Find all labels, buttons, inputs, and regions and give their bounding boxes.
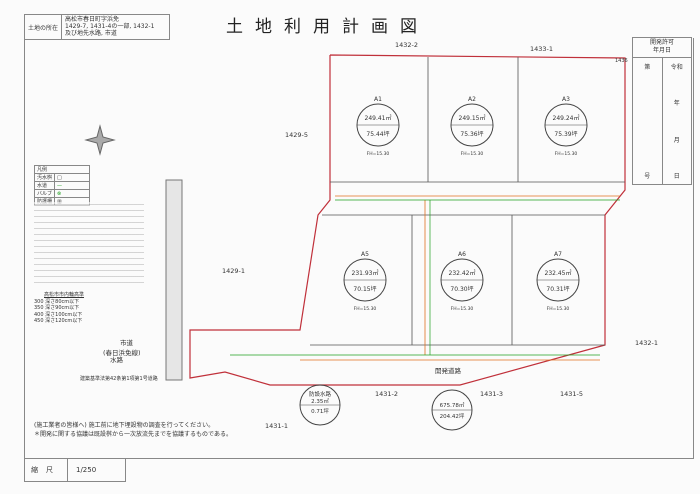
lot-sqm: 249.15㎡ (459, 114, 486, 122)
pump-area-circle: 防設水路 2.35㎡ 0.71坪 (299, 384, 341, 426)
lot-a5: A5 231.93㎡ 70.15坪 FH=15.30 (343, 251, 387, 312)
lot-fh: FH=15.30 (555, 151, 578, 157)
parcel-label: 1436 (615, 58, 628, 64)
lot-id: A2 (468, 96, 476, 103)
lot-fh: FH=15.30 (451, 306, 474, 312)
lot-tsubo: 70.31坪 (546, 285, 569, 293)
north-arrow-icon (84, 124, 116, 156)
lot-tsubo: 75.44坪 (366, 130, 389, 138)
lot-sqm: 232.45㎡ (545, 269, 572, 277)
city-road-note: 建築基準法第42条第1項第1号道路 (80, 375, 158, 382)
lot-id: A3 (562, 96, 570, 103)
lot-fh: FH=15.30 (367, 151, 390, 157)
location-label: 土地の所在 (25, 15, 62, 39)
parcel-label: 1431-3 (480, 390, 503, 398)
permit-date-label: 令和 (670, 64, 683, 71)
road-tsubo: 204.42坪 (440, 412, 465, 420)
lot-tsubo: 70.30坪 (450, 285, 473, 293)
depth-row: 300 深さ80cm以下 (34, 298, 80, 305)
note-line: ＊開発に関する協議は既設桝から一次放流先までを協議するものである。 (34, 431, 232, 438)
depth-table: 高松市市内輪高準 300 深さ80cm以下 350 深さ90cm以下 400 深… (34, 292, 84, 325)
lot-a2: A2 249.15㎡ 75.36坪 FH=15.30 (450, 96, 494, 157)
road-area-circle: 675.78㎡ 204.42坪 (431, 389, 473, 431)
scale-label: 縮尺 (25, 459, 68, 481)
lot-sqm: 232.42㎡ (449, 269, 476, 277)
permit-date-label: 日 (673, 172, 680, 180)
lot-sqm: 249.24㎡ (553, 114, 580, 122)
location-line: 1429-7, 1431-4の一部, 1432-1 (65, 23, 155, 30)
lot-a6: A6 232.42㎡ 70.30坪 FH=15.30 (440, 251, 484, 312)
page-title: 土地利用計画図 (226, 17, 429, 37)
parcel-label: 1429-1 (222, 267, 245, 275)
permit-date-label: 月 (673, 136, 680, 144)
city-road-label: 市道 (120, 338, 134, 347)
lot-a3: A3 249.24㎡ 75.39坪 FH=15.30 (544, 96, 588, 157)
pump-label: 防設水路 (309, 390, 332, 398)
lot-id: A7 (554, 251, 562, 258)
lot-fh: FH=15.30 (354, 306, 377, 312)
lot-sqm: 249.41㎡ (365, 114, 392, 122)
city-road-strip (165, 179, 183, 381)
parcel-label: 1429-5 (285, 131, 308, 139)
road-sqm: 675.78㎡ (440, 401, 465, 409)
note-line: (施工業者の皆様へ) 施工前に地下埋設物の調査を行ってください。 (34, 422, 215, 429)
lot-sqm: 231.93㎡ (352, 269, 379, 277)
pump-sqm: 2.35㎡ (311, 397, 329, 405)
site-boundary (189, 54, 626, 386)
permit-header: 開発許可 (649, 39, 674, 46)
depth-row: 450 深さ120cm以下 (34, 318, 83, 324)
water-line (230, 199, 620, 356)
permit-date-label: 年 (673, 100, 680, 108)
parcel-label: 1432-2 (395, 41, 418, 49)
permit-no-label: 号 (644, 173, 651, 180)
lot-id: A6 (458, 251, 466, 258)
lot-tsubo: 75.36坪 (460, 130, 483, 138)
city-road-name: (春日浜免線) (103, 348, 141, 357)
lot-fh: FH=15.30 (461, 151, 484, 157)
depth-table-title: 高松市市内輪高準 (44, 292, 85, 298)
permit-no-label: 第 (644, 64, 651, 71)
waterway-label: 水路 (110, 355, 124, 364)
lot-fh: FH=15.30 (547, 306, 570, 312)
drawing-frame (24, 38, 694, 459)
depth-row: 350 深さ90cm以下 (34, 305, 80, 311)
lot-id: A1 (374, 96, 382, 103)
location-box: 土地の所在 高松市春日町字浜免 1429-7, 1431-4の一部, 1432-… (24, 14, 170, 40)
lot-tsubo: 70.15坪 (353, 285, 376, 293)
spec-notes (34, 202, 144, 288)
dev-road-label: 開発道路 (435, 366, 462, 375)
parcel-label: 1433-1 (530, 45, 553, 53)
permit-box: 開発許可年月日 第号 令和年月日 (632, 37, 692, 185)
parcel-label: 1432-1 (635, 339, 658, 347)
lot-id: A5 (361, 251, 369, 258)
parcel-label: 1431-2 (375, 390, 398, 398)
pump-tsubo: 0.71坪 (311, 407, 329, 415)
parcel-label: 1431-1 (265, 422, 288, 430)
lot-a7: A7 232.45㎡ 70.31坪 FH=15.30 (536, 251, 580, 312)
location-line: 及び地先水路, 市道 (65, 30, 117, 37)
construction-notes: (施工業者の皆様へ) 施工前に地下埋設物の調査を行ってください。 ＊開発に関する… (34, 421, 232, 439)
scale-value: 1/250 (76, 466, 97, 474)
location-line: 高松市春日町字浜免 (65, 16, 120, 23)
depth-row: 400 深さ100cm以下 (34, 311, 83, 318)
lot-tsubo: 75.39坪 (554, 130, 577, 138)
permit-header: 年月日 (652, 47, 671, 54)
parcel-label: 1431-5 (560, 390, 583, 398)
drain-line (300, 195, 620, 361)
scale-box: 縮尺 1/250 (24, 458, 126, 482)
lot-a1: A1 249.41㎡ 75.44坪 FH=15.30 (356, 96, 400, 157)
